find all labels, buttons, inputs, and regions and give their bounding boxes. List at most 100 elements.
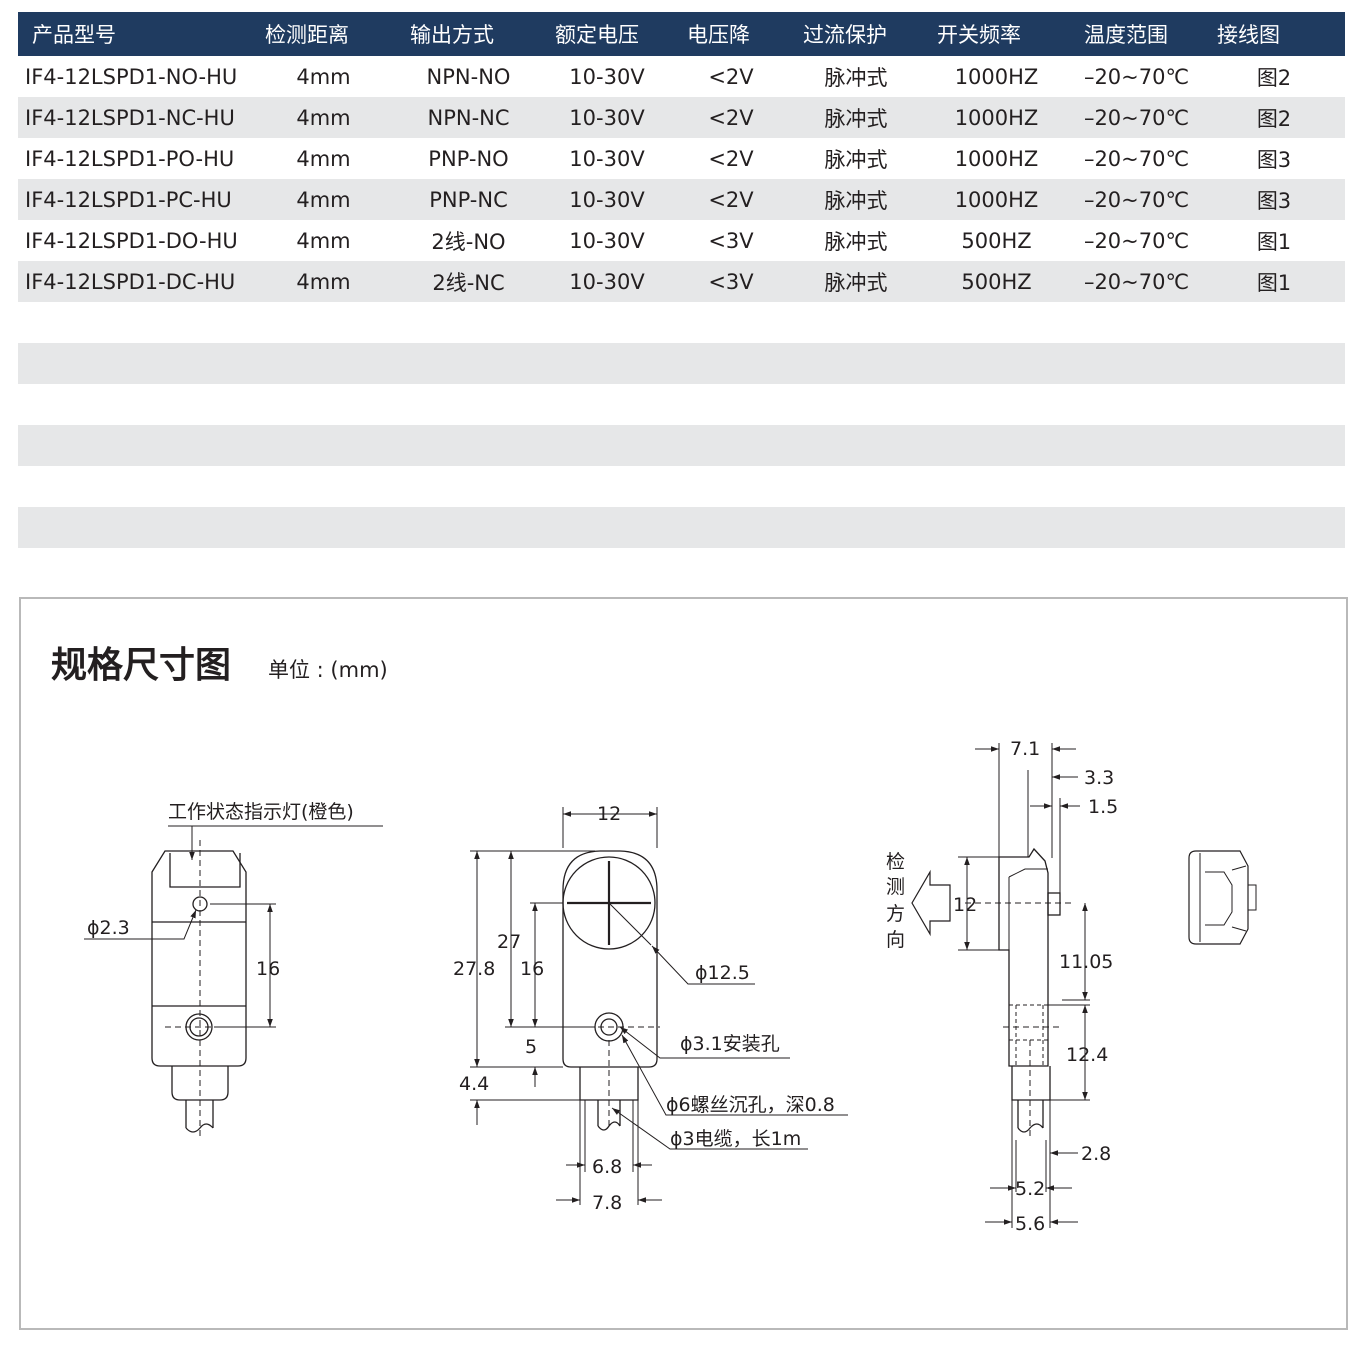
header-temperature: 温度范围 [1070, 12, 1203, 56]
cell-frequency: 500HZ [923, 261, 1070, 302]
cell-output: 2线-NC [396, 261, 541, 302]
dimension-title: 规格尺寸图 [51, 645, 232, 686]
label-neck-inner: 6.8 [592, 1156, 622, 1178]
table-row: IF4-12LSPD1-PC-HU 4mm PNP-NC 10-30V <2V … [18, 179, 1345, 220]
cable-neck-profile [1011, 1066, 1051, 1101]
empty-row-band [18, 507, 1345, 548]
cell-voltage: 10-30V [541, 179, 673, 220]
cell-model: IF4-12LSPD1-DC-HU [18, 261, 251, 302]
cell-model: IF4-12LSPD1-PO-HU [18, 138, 251, 179]
cell-wiring: 图1 [1203, 220, 1345, 261]
cell-drop: <3V [673, 220, 789, 261]
header-distance: 检测距离 [251, 12, 396, 56]
empty-row-band [18, 343, 1345, 384]
label-mount-hole: ϕ3.1安装孔 [680, 1033, 780, 1055]
cable-neck-side [579, 1067, 639, 1101]
label-direction-1: 检 [886, 851, 905, 873]
label-width-12: 12 [597, 803, 621, 825]
label-face-height: 12 [953, 894, 977, 916]
cell-drop: <2V [673, 97, 789, 138]
cell-distance: 4mm [251, 97, 396, 138]
header-model: 产品型号 [18, 12, 251, 56]
sensor-body-side [562, 850, 658, 1068]
cell-protection: 脉冲式 [789, 56, 923, 97]
cell-protection: 脉冲式 [789, 179, 923, 220]
cell-voltage: 10-30V [541, 97, 673, 138]
sensor-body-front [151, 850, 247, 1067]
label-height-16: 16 [256, 958, 280, 980]
label-direction-2: 测 [886, 876, 905, 898]
table-row: IF4-12LSPD1-DO-HU 4mm 2线-NO 10-30V <3V 脉… [18, 220, 1345, 261]
dimension-unit: 单位 : (mm) [268, 658, 388, 682]
cell-model: IF4-12LSPD1-NO-HU [18, 56, 251, 97]
label-2-8: 2.8 [1081, 1143, 1111, 1165]
cell-protection: 脉冲式 [789, 261, 923, 302]
label-3-3: 3.3 [1084, 767, 1114, 789]
table-header-row: 产品型号 检测距离 输出方式 额定电压 电压降 过流保护 开关频率 温度范围 接… [18, 12, 1345, 56]
label-neck-outer: 7.8 [592, 1192, 622, 1214]
cell-wiring: 图2 [1203, 56, 1345, 97]
cell-temperature: –20~70℃ [1070, 138, 1203, 179]
cell-drop: <2V [673, 179, 789, 220]
table-row: IF4-12LSPD1-PO-HU 4mm PNP-NO 10-30V <2V … [18, 138, 1345, 179]
header-frequency: 开关频率 [923, 12, 1070, 56]
label-5-6: 5.6 [1015, 1213, 1045, 1235]
view-front [84, 825, 383, 1140]
header-wiring: 接线图 [1203, 12, 1345, 56]
cell-wiring: 图2 [1203, 97, 1345, 138]
cell-temperature: –20~70℃ [1070, 97, 1203, 138]
cell-distance: 4mm [251, 179, 396, 220]
table-row: IF4-12LSPD1-DC-HU 4mm 2线-NC 10-30V <3V 脉… [18, 261, 1345, 302]
lens-tab [1047, 892, 1061, 916]
cell-output: PNP-NC [396, 179, 541, 220]
label-offset-4-4: 4.4 [459, 1073, 489, 1095]
label-height-16-side: 16 [520, 958, 544, 980]
dimension-drawing-frame [19, 597, 1348, 1330]
cell-frequency: 1000HZ [923, 97, 1070, 138]
cell-voltage: 10-30V [541, 261, 673, 302]
cell-frequency: 1000HZ [923, 138, 1070, 179]
label-face-dia: ϕ12.5 [695, 962, 750, 984]
cell-drop: <2V [673, 56, 789, 97]
product-sketch [1188, 850, 1257, 945]
cell-temperature: –20~70℃ [1070, 220, 1203, 261]
label-total-height: 27.8 [453, 958, 495, 980]
label-height-27: 27 [497, 931, 521, 953]
spec-table: 产品型号 检测距离 输出方式 额定电压 电压降 过流保护 开关频率 温度范围 接… [18, 12, 1345, 302]
indicator-window [169, 853, 241, 888]
cell-temperature: –20~70℃ [1070, 179, 1203, 220]
cell-frequency: 1000HZ [923, 56, 1070, 97]
dimension-drawings: 工作状态指示灯(橙色) ϕ2.3 16 [84, 738, 1257, 1235]
cell-wiring: 图3 [1203, 179, 1345, 220]
cell-frequency: 500HZ [923, 220, 1070, 261]
cell-drop: <2V [673, 138, 789, 179]
header-output: 输出方式 [396, 12, 541, 56]
header-drop: 电压降 [673, 12, 789, 56]
cell-model: IF4-12LSPD1-DO-HU [18, 220, 251, 261]
cell-output: PNP-NO [396, 138, 541, 179]
view-side [470, 807, 848, 1205]
label-5-2: 5.2 [1015, 1178, 1045, 1200]
cell-protection: 脉冲式 [789, 220, 923, 261]
cell-temperature: –20~70℃ [1070, 261, 1203, 302]
label-counterbore: ϕ6螺丝沉孔，深0.8 [666, 1094, 835, 1116]
cell-voltage: 10-30V [541, 56, 673, 97]
cell-model: IF4-12LSPD1-PC-HU [18, 179, 251, 220]
label-11-05: 11.05 [1059, 951, 1113, 973]
cell-output: NPN-NO [396, 56, 541, 97]
cell-voltage: 10-30V [541, 220, 673, 261]
empty-row-band [18, 425, 1345, 466]
label-direction-3: 方 [886, 903, 905, 925]
cell-wiring: 图3 [1203, 138, 1345, 179]
cell-protection: 脉冲式 [789, 138, 923, 179]
cell-voltage: 10-30V [541, 138, 673, 179]
cell-frequency: 1000HZ [923, 179, 1070, 220]
header-voltage: 额定电压 [541, 12, 673, 56]
cell-output: 2线-NO [396, 220, 541, 261]
sensor-body-profile [998, 847, 1049, 1067]
cell-protection: 脉冲式 [789, 97, 923, 138]
cell-distance: 4mm [251, 56, 396, 97]
cell-distance: 4mm [251, 220, 396, 261]
view-profile [911, 743, 1090, 1228]
cell-distance: 4mm [251, 261, 396, 302]
